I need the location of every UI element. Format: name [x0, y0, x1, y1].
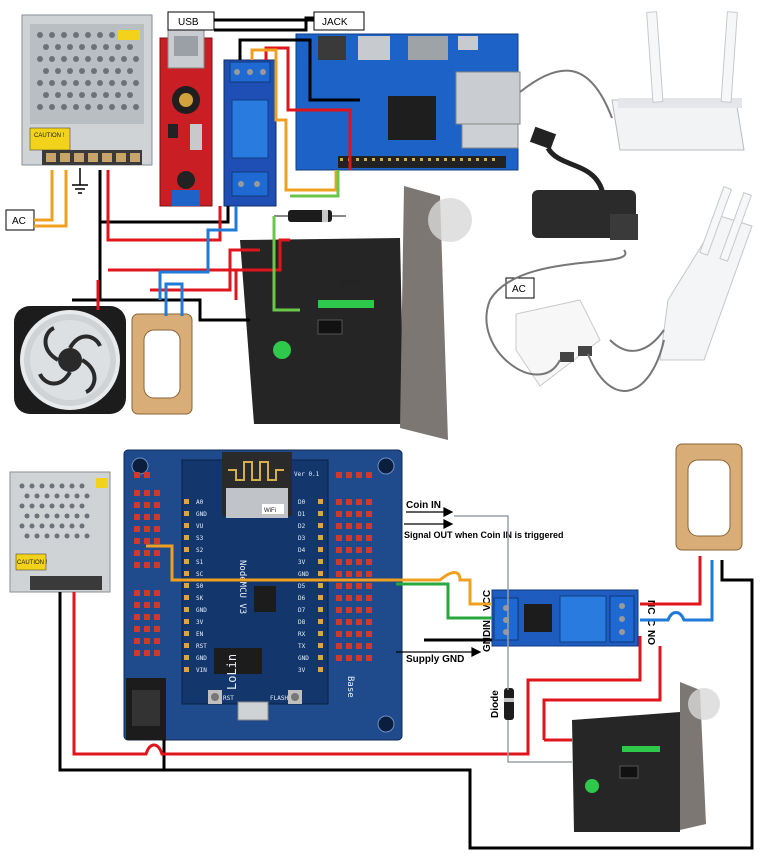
diode-top — [274, 210, 346, 222]
jack-label-text: JACK — [322, 17, 348, 28]
pin-label-right: D3 — [298, 535, 306, 542]
relay-pin-c: C — [645, 619, 656, 626]
supply-gnd-label: Supply GND — [406, 654, 464, 665]
pin-label-left: GND — [196, 607, 207, 614]
pin-label-right: D7 — [298, 607, 306, 614]
usb-label: USB — [167, 11, 215, 31]
pin-label-right: GND — [298, 571, 309, 578]
pin-label-right: D6 — [298, 595, 306, 602]
coin-in-label: Coin IN — [406, 500, 441, 511]
board-version: Ver 0.1 — [294, 471, 320, 478]
usb-ethernet-adapter — [529, 126, 638, 240]
pin-label-left: GND — [196, 511, 207, 518]
power-supply-bottom: CAUTION ! — [9, 471, 111, 593]
pin-label-right: 3V — [298, 559, 306, 566]
pin-label-left: EN — [196, 631, 204, 638]
relay-pin-nc: NC — [645, 600, 656, 614]
pin-label-right: RX — [298, 631, 306, 638]
flash-label: FLASH — [270, 695, 288, 702]
coin-frame-top — [131, 313, 193, 415]
pin-label-right: GND — [298, 655, 309, 662]
ac-label-top: AC — [5, 209, 35, 231]
board-brand: NodeMCU V3 — [237, 560, 247, 614]
wires-top — [34, 16, 360, 322]
pin-label-right: D5 — [298, 583, 306, 590]
pin-label-left: SC — [196, 571, 204, 578]
relay-pin-in: IN — [482, 620, 493, 630]
psu-bottom-caution: CAUTION ! — [17, 560, 48, 566]
wifi-logo-text: WiFi — [264, 508, 276, 514]
ground-symbol — [72, 168, 88, 194]
poe-injector — [515, 299, 601, 387]
network-cables — [485, 69, 665, 392]
coin-acceptor-bottom — [572, 682, 720, 832]
rst-label: RST — [223, 695, 234, 702]
coin-acceptor-brand: ALLAN — [340, 280, 359, 286]
coin-frame-bottom — [675, 443, 743, 551]
power-supply-top: CAUTION ! — [21, 14, 153, 166]
pin-label-left: S1 — [196, 559, 204, 566]
orange-pi-board — [295, 33, 521, 171]
pin-label-left: VU — [196, 523, 204, 530]
relay-pin-vcc: VCC — [482, 590, 493, 611]
pin-label-right: D1 — [298, 511, 306, 518]
pin-label-left: S3 — [196, 535, 204, 542]
pin-label-right: D4 — [298, 547, 306, 554]
pin-label-left: GND — [196, 655, 207, 662]
relay-module-top — [223, 59, 277, 207]
jack-label: JACK — [313, 11, 365, 31]
pin-label-right: D0 — [298, 499, 306, 506]
pin-label-left: A0 — [196, 499, 204, 506]
pin-label-right: D2 — [298, 523, 306, 530]
board-base: Base — [345, 676, 355, 698]
wifi-router — [611, 11, 745, 151]
access-point — [659, 186, 753, 361]
ac-label-top-text: AC — [12, 216, 26, 227]
usb-label-text: USB — [178, 17, 199, 28]
diode-bottom — [504, 688, 514, 720]
cooling-fan — [14, 306, 126, 414]
pin-label-left: RST — [196, 643, 207, 650]
pin-label-left: 3V — [196, 619, 204, 626]
nodemcu-base-board: WiFi RST FLASH NodeMCU V3 LoLin Base Ver… — [123, 449, 403, 741]
ac-label-poe: AC — [505, 277, 535, 299]
pin-label-left: VIN — [196, 667, 207, 674]
wires-bottom — [58, 515, 754, 850]
dc-jack — [126, 678, 166, 740]
annotation-arrows — [396, 507, 482, 657]
pin-label-right: 3V — [298, 667, 306, 674]
ac-label-poe-text: AC — [512, 284, 526, 295]
pin-label-left: SK — [196, 595, 204, 602]
pin-label-right: D8 — [298, 619, 306, 626]
diode-label: Diode — [490, 690, 501, 718]
pin-label-left: S0 — [196, 583, 204, 590]
relay-module-bottom — [491, 589, 639, 647]
buck-converter — [159, 29, 213, 207]
pin-label-left: S2 — [196, 547, 204, 554]
signal-out-label: Signal OUT when Coin IN is triggered — [404, 530, 564, 540]
pin-label-right: TX — [298, 643, 306, 650]
relay-pin-no: NO — [645, 630, 656, 645]
coin-acceptor-top: ALLAN — [240, 186, 472, 440]
psu-top-caution: CAUTION ! — [34, 133, 65, 139]
board-vendor: LoLin — [225, 654, 239, 690]
